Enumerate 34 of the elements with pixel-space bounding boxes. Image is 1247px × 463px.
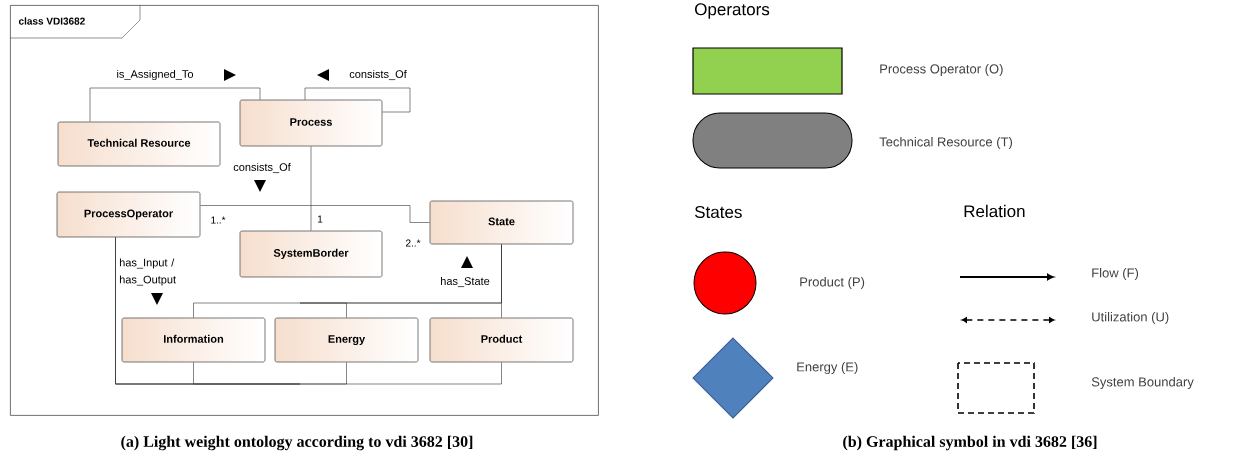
class-box: Product (429, 317, 574, 363)
class-box: Information (121, 317, 266, 363)
multiplicity: 2..* (406, 239, 421, 247)
connector (304, 87, 411, 113)
edge-label: has_Input / has_Output (119, 258, 176, 286)
legend-label: Technical Resource (T) (879, 136, 1013, 150)
connector (115, 237, 502, 385)
class-box: Process (239, 99, 383, 147)
class-box: SystemBorder (239, 230, 383, 278)
legend-label: Process Operator (O) (880, 63, 1003, 77)
edge-label: consists_Of (349, 69, 407, 81)
connector (200, 205, 430, 223)
class-box: Technical Resource (57, 121, 221, 167)
section-heading: Operators (695, 3, 770, 19)
legend-label: Energy (E) (797, 361, 858, 375)
section-heading: States (695, 206, 742, 219)
class-box: ProcessOperator (56, 191, 201, 238)
section-heading: Relation (964, 204, 1025, 218)
connector (501, 244, 502, 318)
edge-label: has_State (441, 276, 490, 288)
connector (310, 146, 312, 231)
legend-label: Utilization (U) (1092, 311, 1169, 325)
class-box: Energy (274, 317, 419, 363)
legend-label: Product (P) (800, 276, 865, 290)
multiplicity: 1..* (211, 216, 226, 224)
legend-label: System Boundary (1091, 376, 1194, 390)
edge-label: consists_Of (233, 162, 291, 174)
connector (89, 87, 261, 122)
multiplicity: 1 (318, 215, 323, 223)
edge-label: is_Assigned_To (117, 69, 194, 81)
class-box: State (429, 200, 574, 245)
caption: (a) Light weight ontology according to vdi 3682 [30] (121, 435, 473, 451)
caption: (b) Graphical symbol in vdi 3682 [36] (843, 435, 1097, 451)
legend-label: Flow (F) (1092, 267, 1139, 281)
